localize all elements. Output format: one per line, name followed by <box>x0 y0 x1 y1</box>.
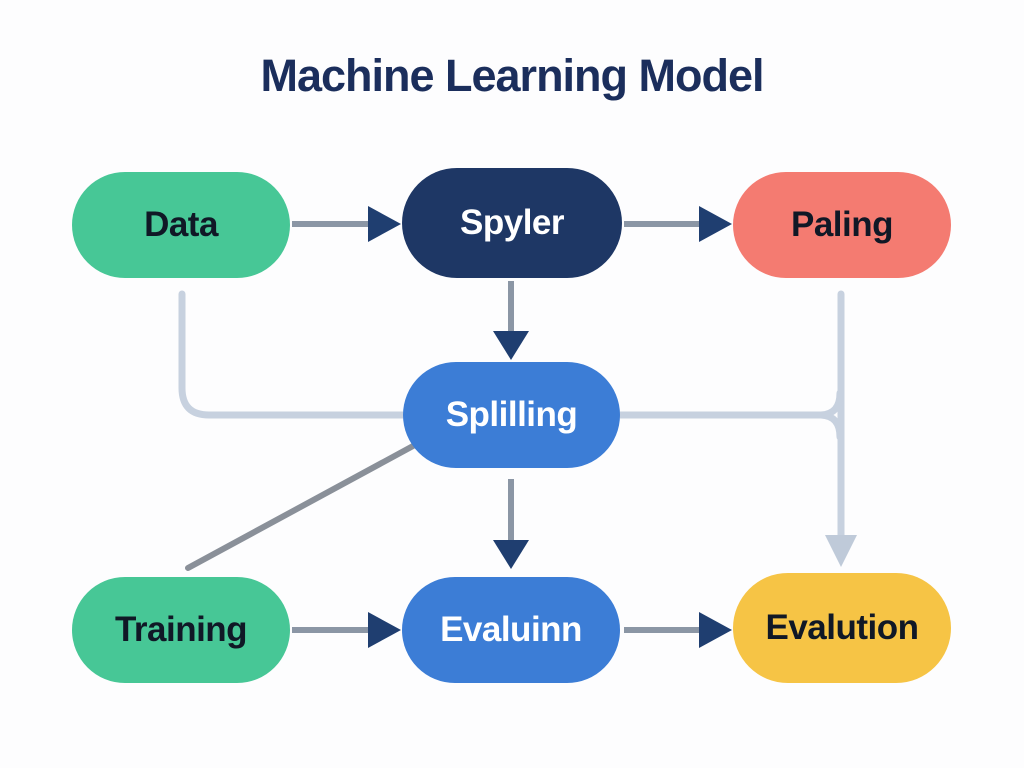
edge-splilling-evaluinn-arrowhead <box>493 540 529 569</box>
node-data: Data <box>72 172 290 278</box>
edge-data-splilling-elbow <box>178 290 407 419</box>
diagram-title: Machine Learning Model <box>260 50 764 101</box>
node-training: Training <box>72 577 290 683</box>
node-paling: Paling <box>733 172 951 278</box>
node-evalution: Evalution <box>733 573 951 683</box>
edge-training-evaluinn-arrowhead <box>368 612 401 648</box>
edge-splilling-evalution-merge-up <box>686 389 844 419</box>
node-spyler-label: Spyler <box>460 203 565 242</box>
node-spyler: Spyler <box>402 168 622 278</box>
node-data-label: Data <box>144 205 218 244</box>
edge-data-spyler-arrowhead <box>368 206 401 242</box>
edge-splilling-training-diagonal <box>185 443 416 571</box>
edge-spyler-paling-arrowhead <box>699 206 732 242</box>
edge-spyler-splilling-arrowhead <box>493 331 529 360</box>
edge-paling-evalution-arrowhead <box>825 535 857 567</box>
node-evaluinn-label: Evaluinn <box>440 610 582 649</box>
edge-evaluinn-evalution-arrowhead <box>699 612 732 648</box>
node-evalution-label: Evalution <box>765 608 919 647</box>
node-splilling-label: Splilling <box>445 395 578 434</box>
node-training-label: Training <box>114 610 248 649</box>
node-paling-label: Paling <box>790 205 894 244</box>
node-evaluinn: Evaluinn <box>402 577 620 683</box>
node-splilling: Splilling <box>403 362 620 468</box>
